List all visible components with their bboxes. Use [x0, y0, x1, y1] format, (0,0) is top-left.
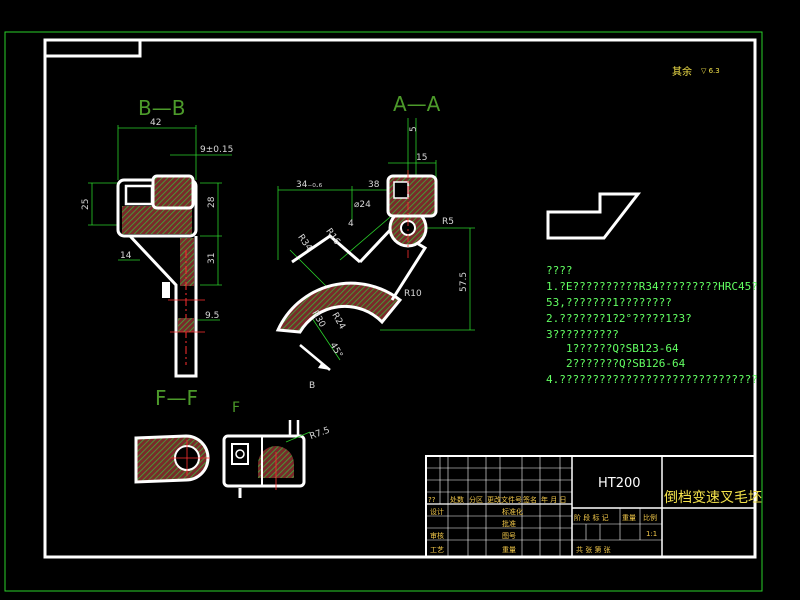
note-line: 2???????Q?SB126-64: [566, 357, 686, 370]
tb-row-mark: ??: [428, 496, 436, 504]
view-ff: [134, 420, 311, 498]
dim-bb-25: 25: [81, 199, 91, 210]
dim-aa-5: 5: [409, 126, 419, 132]
tb-scale: 1:1: [646, 530, 657, 538]
view-arrow-b: B: [309, 381, 315, 391]
dim-aa-r5: R5: [442, 217, 454, 227]
view-label-aa: A—A: [393, 92, 441, 116]
tb-mid-label: 重量: [502, 546, 516, 554]
tb-row-mark: 分区: [469, 495, 483, 504]
note-line: 3??????????: [546, 328, 619, 341]
tb-row-mark: 签名: [523, 495, 537, 504]
tb-mid-label: 标准化: [502, 507, 523, 516]
dim-aa-r10: R10: [404, 289, 422, 299]
corner-tab: [43, 38, 142, 58]
technical-notes: ???? 1.?E??????????R34?????????HRC45? 53…: [546, 264, 758, 386]
dim-aa-45: 45°: [327, 341, 344, 360]
dim-bb-width: 42: [150, 118, 161, 128]
roughness-symbol: ▽ 6.3: [701, 67, 720, 75]
note-line: 2.???????1?2°?????1?3?: [546, 312, 692, 325]
dim-aa-r24: R24: [329, 311, 347, 332]
tb-mid-label: 批准: [502, 519, 516, 528]
view-bb: [88, 125, 232, 378]
tb-sheet-footer: 共 张 第 张: [576, 545, 611, 554]
title-block: [425, 455, 756, 558]
dim-bb-28: 28: [207, 196, 217, 208]
dim-ff-r75: R7.5: [309, 426, 332, 442]
dim-bb-14: 14: [120, 251, 132, 261]
part-name: 倒档变速叉毛坯: [664, 490, 762, 506]
roughness-note: 其余: [672, 65, 692, 78]
tb-stage-label: 阶 段 标 记: [574, 513, 609, 522]
tb-left-label: 设计: [430, 507, 444, 516]
tb-row-mark: 年 月 日: [541, 495, 566, 504]
tb-stage-label: 比例: [643, 513, 657, 522]
note-line: 1.?E??????????R34?????????HRC45?: [546, 280, 758, 293]
outer-border: [4, 31, 763, 592]
dim-aa-d24: ⌀24: [354, 200, 371, 210]
tb-row-mark: 更改文件号: [487, 495, 522, 504]
dim-bb-tol: 9±0.15: [200, 145, 233, 155]
dim-bb-95: 9.5: [205, 311, 219, 321]
tb-left-label: 工艺: [430, 546, 444, 554]
inner-border: [43, 38, 757, 559]
dim-aa-575: 57.5: [459, 272, 469, 292]
view-label-bb: B—B: [138, 96, 185, 120]
dim-bb-31: 31: [207, 253, 217, 264]
view-aa: [275, 118, 475, 371]
sketch-shape: [546, 192, 642, 240]
note-line: 1??????Q?SB123-64: [566, 342, 679, 355]
dim-aa-4: 4: [348, 219, 354, 229]
note-line: ????: [546, 264, 573, 277]
tb-row-mark: 处数: [450, 495, 464, 504]
view-arrow-f: F: [232, 400, 240, 416]
tb-stage-label: 重量: [622, 514, 636, 522]
view-label-ff: F—F: [155, 386, 198, 410]
tb-left-label: 审核: [430, 531, 444, 540]
dim-aa-top: 15: [416, 153, 427, 163]
note-line: 4.??????????????????????????????: [546, 373, 758, 386]
material-label: HT200: [598, 476, 641, 491]
note-line: 53,???????1????????: [546, 296, 672, 309]
tb-mid-label: 图号: [502, 532, 516, 540]
dim-aa-38: 38: [368, 180, 380, 190]
dim-aa-34: 34₋₀.₆: [296, 180, 323, 190]
